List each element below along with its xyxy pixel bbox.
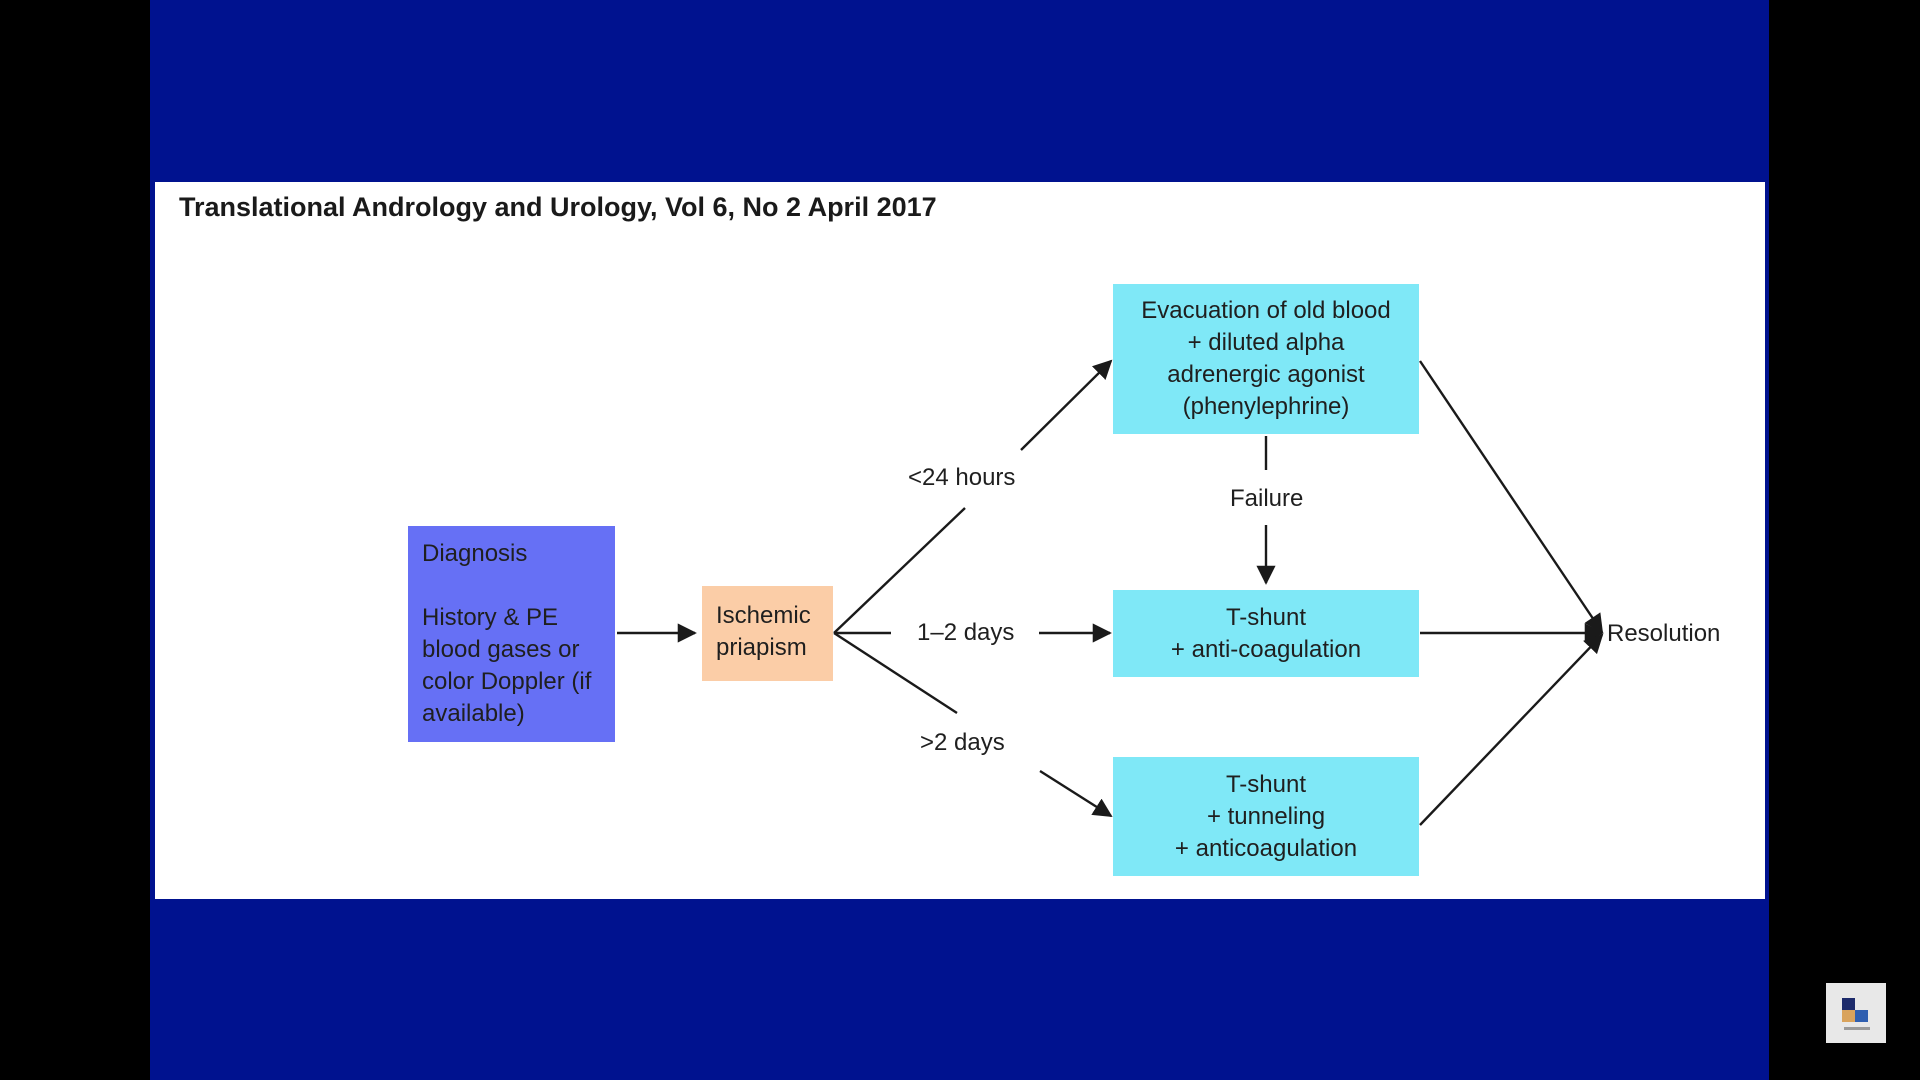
ischemic-line: Ischemic [716,602,811,629]
evacuation-line: (phenylephrine) [1182,393,1350,420]
figure-panel: Translational Andrology and Urology, Vol… [155,182,1765,899]
diagnosis-line [422,570,605,602]
arrow-tshunt-tunnel-to-resolution [1419,633,1604,826]
institution-logo-icon [1826,983,1886,1043]
tshunt-tunneling-line: T-shunt [1225,770,1307,798]
ischemic-line: priapism [716,634,807,661]
edge-label-1-2-days: 1–2 days [917,619,1015,646]
line-ischemic-to-2d [833,631,958,715]
tshunt-tunneling-box: T-shunt + tunneling + anticoagulation [1113,757,1419,876]
edge-label-over-2-days: >2 days [920,729,1005,756]
tshunt-anticoag-box: T-shunt + anti-coagulation [1113,590,1419,677]
diagnosis-line: Diagnosis [422,540,528,567]
tshunt-tunneling-line: + tunneling [1206,802,1326,830]
evacuation-line: Evacuation of old blood [1141,297,1391,324]
tshunt-anticoag-line: T-shunt [1225,603,1307,631]
tshunt-anticoag-line: + anti-coagulation [1170,635,1362,663]
resolution-node: Resolution [1607,620,1721,647]
tshunt-tunneling-line: + anticoagulation [1174,834,1358,862]
edge-label-failure: Failure [1230,485,1304,512]
arrow-24h-to-evacuation [1020,359,1113,451]
diagnosis-line: blood gases or [422,636,580,663]
line-ischemic-to-24h [833,507,966,634]
diagnosis-box: Diagnosis History & PE blood gases or co… [408,526,615,742]
diagnosis-line: available) [422,700,525,727]
connectors [617,359,1604,826]
evacuation-line: adrenergic agonist [1167,361,1365,388]
arrow-2d-to-tshunt-tunnel [1039,769,1113,818]
arrow-evacuation-to-resolution [1419,360,1604,634]
edge-label-under-24-hours: <24 hours [908,464,1016,491]
diagnosis-line: History & PE [422,604,559,631]
evacuation-box: Evacuation of old blood + diluted alpha … [1113,284,1419,434]
ischemic-priapism-box: Ischemic priapism [702,586,833,681]
diagnosis-line: color Doppler (if [422,668,592,695]
citation-title: Translational Andrology and Urology, Vol… [179,192,937,222]
evacuation-line: + diluted alpha [1187,329,1345,356]
